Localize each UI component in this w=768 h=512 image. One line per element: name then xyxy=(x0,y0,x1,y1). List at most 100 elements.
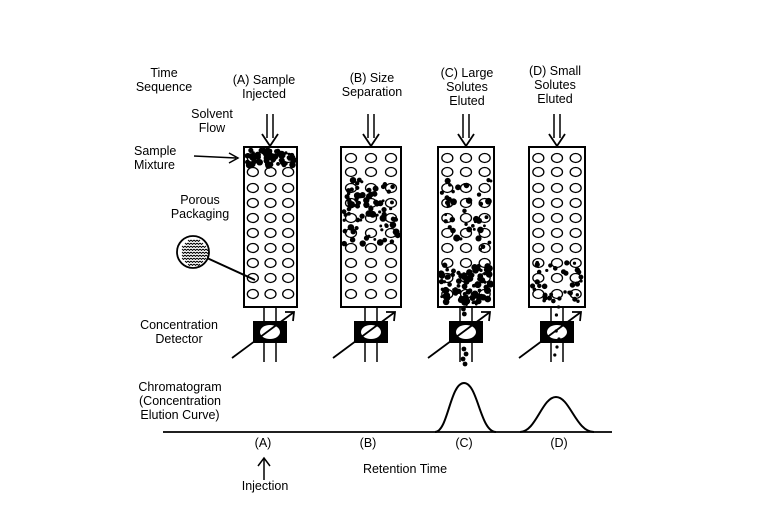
solute-dot xyxy=(264,161,271,168)
packing-bead xyxy=(532,242,545,254)
porous-texture xyxy=(181,257,207,261)
axis-label-d: (D) xyxy=(550,436,568,450)
packing-bead xyxy=(550,197,564,209)
solute-dot xyxy=(472,227,476,231)
solute-dot xyxy=(393,217,397,221)
packing-bead xyxy=(282,288,295,300)
packing-bead xyxy=(384,242,398,254)
porous-texture xyxy=(184,260,204,264)
packing-bead xyxy=(550,242,564,254)
packing-bead xyxy=(282,242,295,254)
solute-dot xyxy=(569,282,576,288)
solute-dot xyxy=(536,269,542,275)
packing-bead xyxy=(532,182,545,194)
solvent-arrowhead xyxy=(362,133,380,148)
packing-bead xyxy=(569,152,582,164)
solute-dot xyxy=(270,153,274,157)
solute-dot xyxy=(461,283,468,290)
detector-line xyxy=(427,311,491,359)
packing-bead xyxy=(550,166,564,178)
column-c xyxy=(427,114,495,367)
packing-bead xyxy=(478,166,491,178)
solute-dot xyxy=(356,177,362,183)
peak-large-solutes xyxy=(434,381,497,433)
stage-title-a: (A) Sample Injected xyxy=(232,73,296,101)
solute-dot xyxy=(349,176,357,184)
solute-dot xyxy=(341,240,347,247)
injection-arrowhead xyxy=(257,456,271,467)
solute-dot xyxy=(342,218,346,222)
packing-bead xyxy=(364,152,378,164)
solute-dot xyxy=(354,181,360,186)
detector-window xyxy=(260,325,280,339)
solute-dot xyxy=(445,267,449,272)
detector-arrowhead xyxy=(386,311,397,322)
solute-dot xyxy=(346,206,352,212)
solute-dot xyxy=(532,287,537,292)
detector-arrowhead xyxy=(481,311,492,322)
solute-dot xyxy=(392,228,400,236)
packing-bead xyxy=(246,288,259,300)
stage-title-b: (B) Size Separation xyxy=(341,71,403,99)
solute-dot xyxy=(349,187,354,192)
solute-dot xyxy=(279,160,285,166)
packing-bead xyxy=(344,288,358,300)
solute-dot xyxy=(290,156,294,160)
axis-label-a: (A) xyxy=(254,436,272,450)
solute-dot xyxy=(447,225,452,230)
solute-dot xyxy=(341,209,347,215)
axis-label-b: (B) xyxy=(359,436,377,450)
axis-label-c: (C) xyxy=(455,436,473,450)
solute-dot xyxy=(451,189,455,194)
solute-dot xyxy=(254,151,261,158)
solute-dot xyxy=(476,192,482,197)
solute-dot xyxy=(272,153,279,160)
solute-dot xyxy=(354,203,358,207)
solute-dot xyxy=(557,296,562,301)
packing-bead xyxy=(364,257,378,269)
solute-dot xyxy=(475,235,482,242)
solute-dot xyxy=(284,151,288,155)
solute-dot xyxy=(381,207,387,213)
packing-bead xyxy=(264,227,277,239)
solute-dot xyxy=(450,227,456,234)
solute-dot xyxy=(381,211,387,217)
solute-dot xyxy=(276,162,280,166)
packing-bead xyxy=(282,257,295,269)
solute-dot xyxy=(390,200,394,205)
solute-dot xyxy=(486,178,491,183)
solute-dot xyxy=(442,286,450,295)
porous-texture xyxy=(181,254,210,258)
solute-dot xyxy=(444,213,448,217)
solute-dot xyxy=(356,200,362,206)
solute-dot xyxy=(465,197,473,204)
solute-dot xyxy=(479,277,486,284)
solute-dot xyxy=(572,261,577,265)
sample-mixture-arrowhead xyxy=(228,152,240,164)
solvent-arrowhead xyxy=(548,133,566,148)
solute-dot xyxy=(438,279,444,285)
packing-bead xyxy=(384,257,398,269)
label-injection: Injection xyxy=(241,479,289,493)
solute-dot xyxy=(444,177,451,184)
packing-bead xyxy=(264,212,277,224)
packing-bead xyxy=(264,197,277,209)
packing-bead xyxy=(282,182,295,194)
label-solvent-flow: Solvent Flow xyxy=(191,107,233,135)
solute-dot xyxy=(443,219,448,224)
packing-bead xyxy=(264,166,277,178)
label-retention-time: Retention Time xyxy=(362,462,448,476)
packing-bead xyxy=(264,242,277,254)
solute-dot xyxy=(477,288,482,293)
solute-dot xyxy=(372,191,378,197)
solute-dot xyxy=(452,288,456,292)
packing-bead xyxy=(478,152,491,164)
packing-bead xyxy=(282,212,295,224)
detector-line xyxy=(518,311,582,359)
solute-dot xyxy=(455,184,461,191)
solute-dot xyxy=(462,208,467,214)
solute-dot xyxy=(365,210,373,217)
packing-bead xyxy=(264,272,277,284)
solute-dot xyxy=(446,203,451,208)
